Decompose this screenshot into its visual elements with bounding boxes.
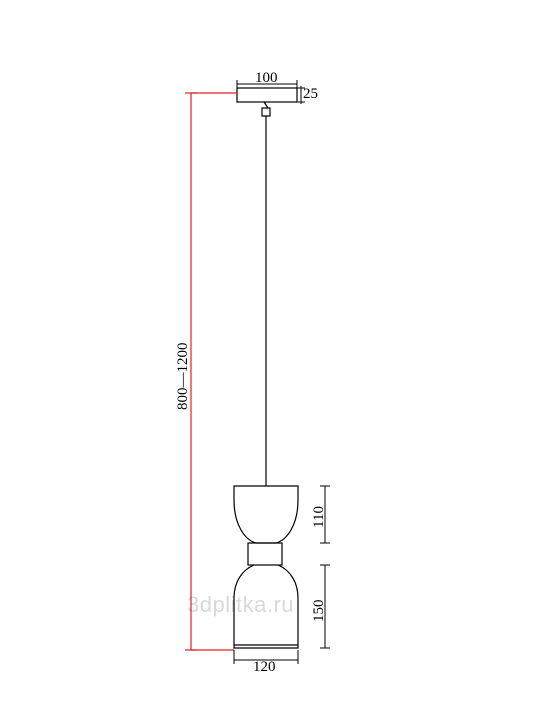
canopy [236, 87, 298, 117]
lower-shade-height-dimension: 150 [311, 564, 330, 649]
canopy-height-dimension: 25 [297, 86, 318, 104]
lower-shade [233, 564, 299, 649]
lower-shade-height-label: 150 [311, 600, 327, 623]
upper-shade-height-label: 110 [311, 506, 327, 528]
suspension-length-label: 800—1200 [175, 343, 191, 411]
canopy-height-label: 25 [303, 86, 318, 102]
canopy-width-label: 100 [255, 70, 278, 86]
upper-shade-height-dimension: 110 [311, 485, 330, 544]
connector-ring [247, 542, 283, 566]
canopy-width-dimension: 100 [236, 70, 298, 88]
suspension-length-dimension: 800—1200 [175, 92, 237, 651]
upper-shade [233, 485, 299, 544]
shade-diameter-dimension: 120 [233, 650, 299, 675]
watermark: 3dplitka.ru [187, 592, 294, 617]
shade-diameter-label: 120 [253, 659, 276, 675]
